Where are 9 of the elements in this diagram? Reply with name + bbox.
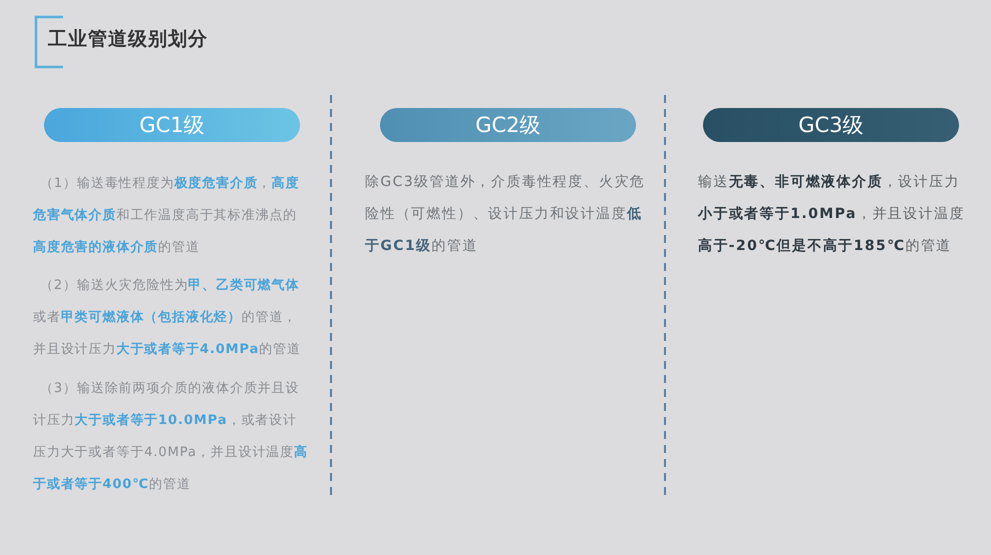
level-header-pill: GC2级 xyxy=(380,108,636,142)
criteria-paragraph: 除GC3级管道外，介质毒性程度、火灾危险性（可燃性）、设计压力和设计温度低于GC1级的管道 xyxy=(365,173,646,256)
level-header-pill: GC3级 xyxy=(703,108,959,142)
criteria-paragraph: （2）输送火灾危险性为甲、乙类可燃气体或者甲类可燃液体（包括液化烃）的管道，并且设计压力大于或者等于4.0MPa的管道 xyxy=(33,277,302,359)
level-header-pill: GC1级 xyxy=(44,108,300,142)
criteria-paragraph: 输送无毒、非可燃液体介质，设计压力小于或者等于1.0MPa，并且设计温度高于-20℃但是不高于185℃的管道 xyxy=(698,173,966,256)
title: 工业管道级别划分 xyxy=(48,27,208,52)
criteria-paragraph: （3）输送除前两项介质的液体介质并且设计压力大于或者等于10.0MPa，或者设计压力大于或者等于4.0MPa，并且设计温度高于或者等于400℃的管道 xyxy=(33,380,309,494)
criteria-paragraph: （1）输送毒性程度为极度危害介质，高度危害气体介质和工作温度高于其标准沸点的高度危害的液体介质的管道 xyxy=(33,174,300,257)
